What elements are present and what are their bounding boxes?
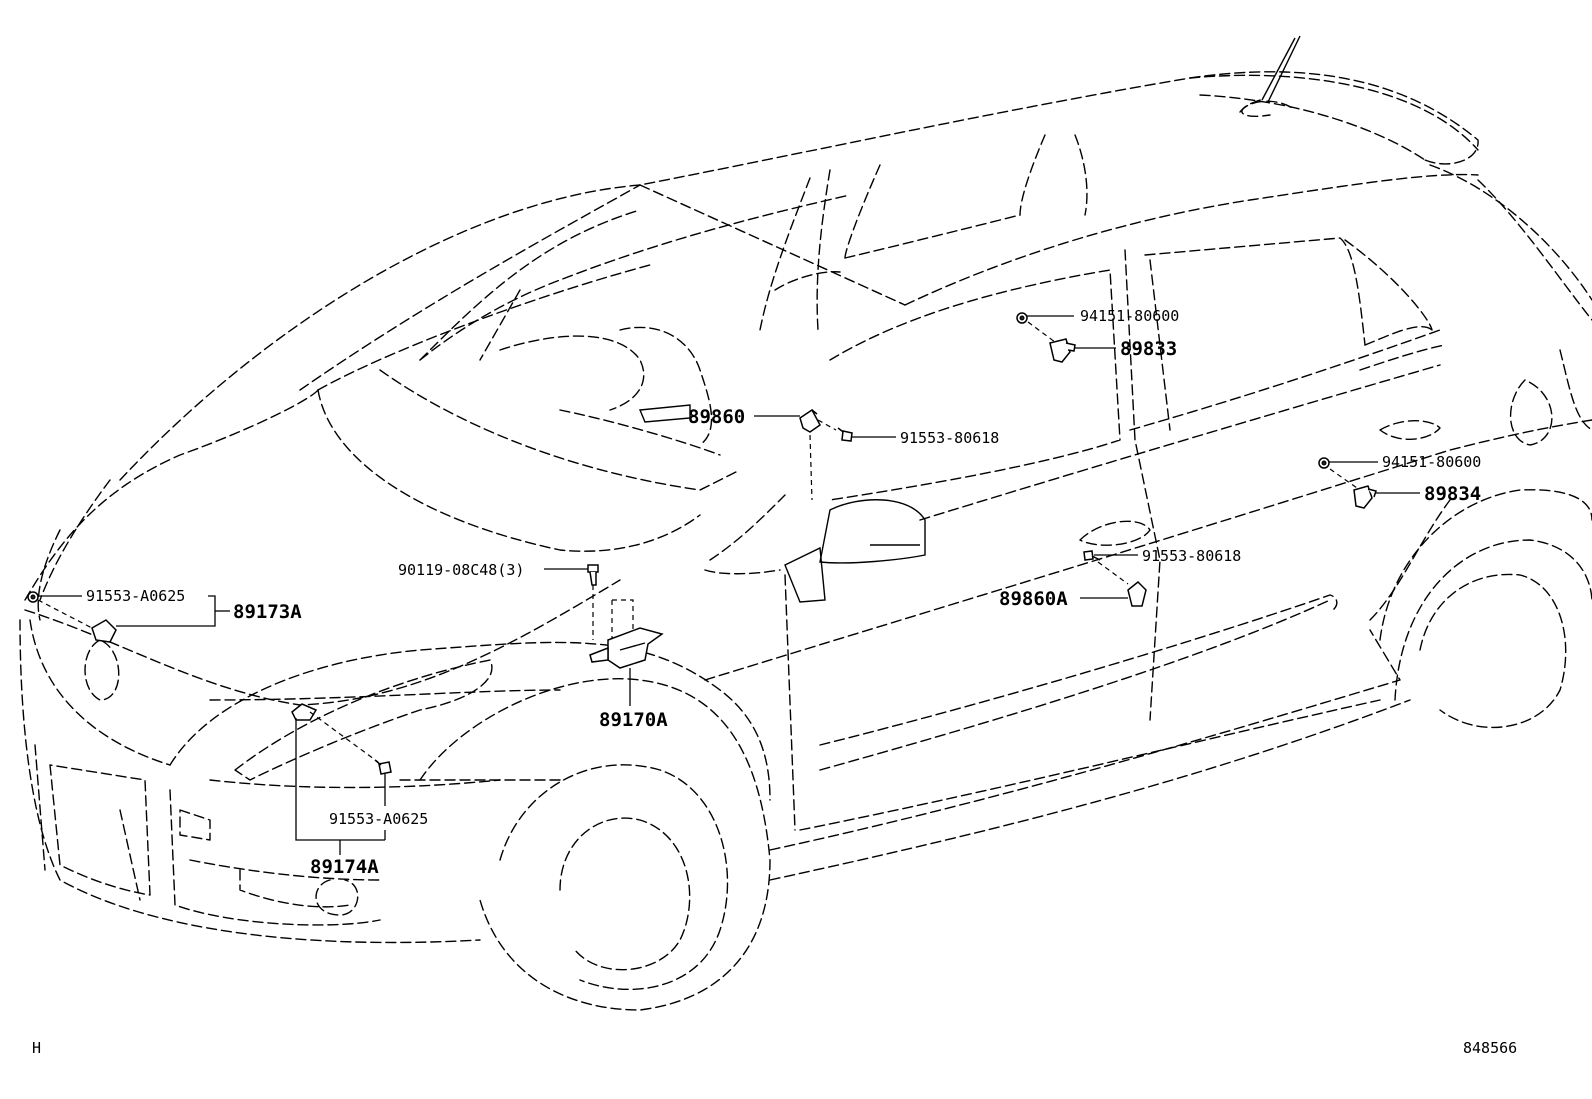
sensor-89174A — [291, 703, 318, 721]
corner-code-left: H — [32, 1039, 41, 1057]
callout-94151-80600-rear: 94151-80600 — [1382, 453, 1481, 471]
airbag-module-89170A — [589, 585, 664, 669]
diagram-number: 848566 — [1463, 1039, 1517, 1057]
callout-91553-80618-door: 91553-80618 — [1142, 547, 1241, 565]
bolt-91553-80618-top — [837, 427, 853, 442]
bolt-91553-A0625-front — [27, 591, 39, 603]
sensor-89860 — [799, 408, 821, 433]
callout-89834: 89834 — [1424, 483, 1481, 505]
callout-89173A: 89173A — [233, 601, 302, 623]
bolt-90119 — [587, 564, 599, 586]
sensor-89173A — [91, 619, 117, 643]
sensor-89860A — [1127, 580, 1147, 607]
callout-89860A: 89860A — [999, 588, 1068, 610]
sensor-89833 — [1049, 338, 1076, 363]
callout-labels: 94151-80600 89833 89860 91553-80618 9415… — [86, 307, 1481, 878]
bolt-91553-80618-door — [1083, 550, 1101, 561]
callout-91553-A0625-front: 91553-A0625 — [86, 587, 185, 605]
callout-89174A: 89174A — [310, 856, 379, 878]
parts — [27, 312, 1377, 775]
grommet-94151-top — [1016, 312, 1028, 324]
callout-91553-80618-top: 91553-80618 — [900, 429, 999, 447]
callout-90119-08C48: 90119-08C48(3) — [398, 561, 524, 579]
sensor-89834 — [1353, 485, 1377, 509]
callout-91553-A0625-lower: 91553-A0625 — [329, 810, 428, 828]
callout-89833: 89833 — [1120, 338, 1177, 360]
grommet-94151-rear — [1318, 457, 1330, 469]
callout-89860: 89860 — [688, 406, 745, 428]
callout-94151-80600-top: 94151-80600 — [1080, 307, 1179, 325]
callout-89170A: 89170A — [599, 709, 668, 731]
car-outline — [19, 35, 1592, 1011]
leader-lines — [37, 315, 1420, 855]
